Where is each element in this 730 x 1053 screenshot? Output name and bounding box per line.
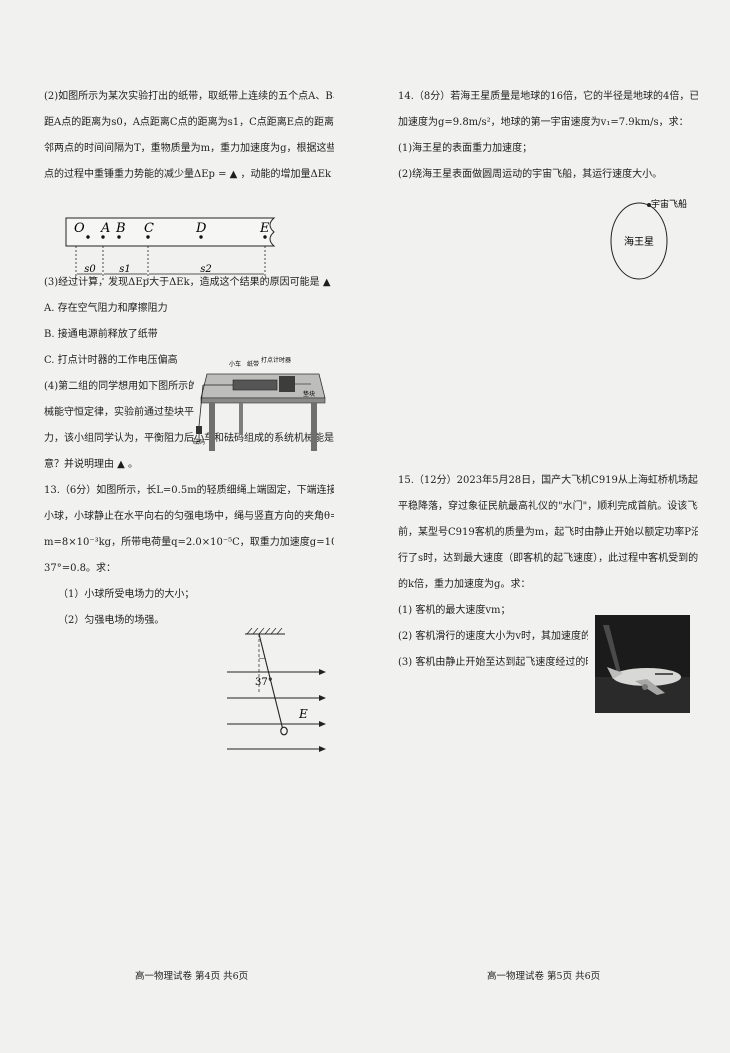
q15-line: 行了s时，达到最大速度（即客机的起飞速度），此过程中客机受到的阻力恒为客机重力 [398,553,698,564]
tape-label-o: O [74,221,85,236]
q13-line: 37°=0.8。求： [44,563,117,574]
q13-line: m=8×10⁻³kg，所带电荷量q=2.0×10⁻⁵C，取重力加速度g=10m/… [44,537,334,548]
tape-dot-b [117,235,121,239]
paper-tape-figure: O A B C D E s0 s1 s2 [65,217,276,282]
tape-label-b: B [115,221,126,236]
left-column: (2)如图所示为某次实验打出的纸带，取纸带上连续的五个点A、B、C、D、E，测出… [44,84,334,634]
segment-s1: s1 [119,264,131,275]
segment-s0: s0 [84,264,96,275]
q15-item-2: (2) 客机滑行的速度大小为v时，其加速度的大小a； [398,631,588,642]
tape-dot-a [101,235,105,239]
right-column: 14.（8分）若海王星质量是地球的16倍，它的半径是地球的4倍，已知地球的表面重… [398,84,698,676]
q15-line: 平稳降落，穿过象征民航最高礼仪的"水门"，顺利完成首航。设该飞机质量为m，起飞 [398,501,698,512]
q13-item-1: （1）小球所受电场力的大小； [58,589,195,600]
q12-part2-line: (2)如图所示为某次实验打出的纸带，取纸带上连续的五个点A、B、C、D、E，测出… [44,91,334,102]
q13-item-2: （2）匀强电场的场强。 [58,615,165,626]
q12-part3-line: (3)经过计算，发现ΔEp大于ΔEk，造成这个结果的原因可能是 ▲ 。 [44,277,334,288]
weight [196,426,202,434]
neptune-orbit-figure: 海王星 宇宙飞船 [610,198,687,280]
q12-part2-line: 邻两点的时间间隔为T，重物质量为m，重力加速度为g，根据这些条件计算O点到C [44,143,334,154]
c919-photo [595,615,690,713]
option-a: A. 存在空气阻力和摩擦阻力 [44,303,168,314]
q12-part2-line: 点的过程中重锤重力势能的减少量ΔEp = ▲ ，动能的增加量ΔEk = ▲ 。 [44,169,334,180]
spacecraft-label: 宇宙飞船 [651,198,687,210]
q15-item-1: (1) 客机的最大速度vm； [398,605,511,616]
page-footer-right: 高一物理试卷 第5页 共6页 [487,971,601,982]
q12-part4-line: 意？并说明理由 ▲ 。 [44,459,139,470]
timer [279,376,295,392]
pendulum-field-figure: 37° E [227,628,326,752]
q15-line: 15.（12分）2023年5月28日，国产大飞机C919从上海虹桥机场起飞，在北… [398,475,698,486]
angle-label: 37° [255,677,273,688]
tape-dot-o [86,235,90,239]
tape-label-a: A [100,221,110,236]
tape-label-c: C [144,221,154,236]
q12-part4-line: 力，该小组同学认为，平衡阻力后小车和砝码组成的系统机械能是守恒的，你是否同 [44,433,334,444]
cart [232,379,278,391]
segment-s2: s2 [200,264,212,275]
page-footer-left: 高一物理试卷 第4页 共6页 [135,971,249,982]
planet-label: 海王星 [624,235,654,248]
q14-line: 加速度为g=9.8m/s²，地球的第一宇宙速度为v₁=7.9km/s，求： [398,117,689,128]
label-tape: 纸带 [247,360,259,368]
label-weights: 砝码 [193,438,205,446]
q14-item-1: (1)海王星的表面重力加速度； [398,143,533,154]
q15-item-3: (3) 客机由静止开始至达到起飞速度经过的时间t。 [398,657,588,668]
field-label: E [298,707,308,721]
tape-dot-d [199,235,203,239]
option-c: C. 打点计时器的工作电压偏高 [44,355,178,366]
q13-line: 小球，小球静止在水平向右的匀强电场中，绳与竖直方向的夹角θ=37°，已知小球质量 [44,511,334,522]
tape-dots [86,235,267,239]
cart-apparatus-figure: 打点计时器 小车 纸带 垫块 砝码 [193,356,326,451]
label-timer: 打点计时器 [261,356,291,364]
q14-line: 14.（8分）若海王星质量是地球的16倍，它的半径是地球的4倍，已知地球的表面重… [398,91,698,102]
q13-line: 13.（6分）如图所示，长L=0.5m的轻质细绳上端固定，下端连接一个可视为质点… [44,485,334,496]
q15-line: 的k倍，重力加速度为g。求： [398,579,531,590]
q12-part2-line: 距A点的距离为s0，A点距离C点的距离为s1，C点距离E点的距离为s2，若相 [44,117,334,128]
charged-ball [280,726,288,736]
q15-line: 前，某型号C919客机的质量为m，起飞时由静止开始以额定功率P沿直线滑行，当 [398,527,698,538]
tape-label-d: D [195,221,207,236]
q14-item-2: (2)绕海王星表面做圆周运动的宇宙飞船，其运行速度大小。 [398,169,663,180]
q12-part4-line: (4)第二组的同学想用如下图所示的装置验证机 [44,381,194,392]
q12-part4-line: 械能守恒定律，实验前通过垫块平衡了小车所受的阻 [44,407,194,418]
tape-dot-c [146,235,150,239]
spacecraft-dot [647,203,651,207]
tape-label-e: E [259,221,270,236]
label-cart: 小车 [229,360,241,368]
tape-dot-e [263,235,267,239]
option-b: B. 接通电源前释放了纸带 [44,329,158,340]
label-block: 垫块 [303,390,315,398]
